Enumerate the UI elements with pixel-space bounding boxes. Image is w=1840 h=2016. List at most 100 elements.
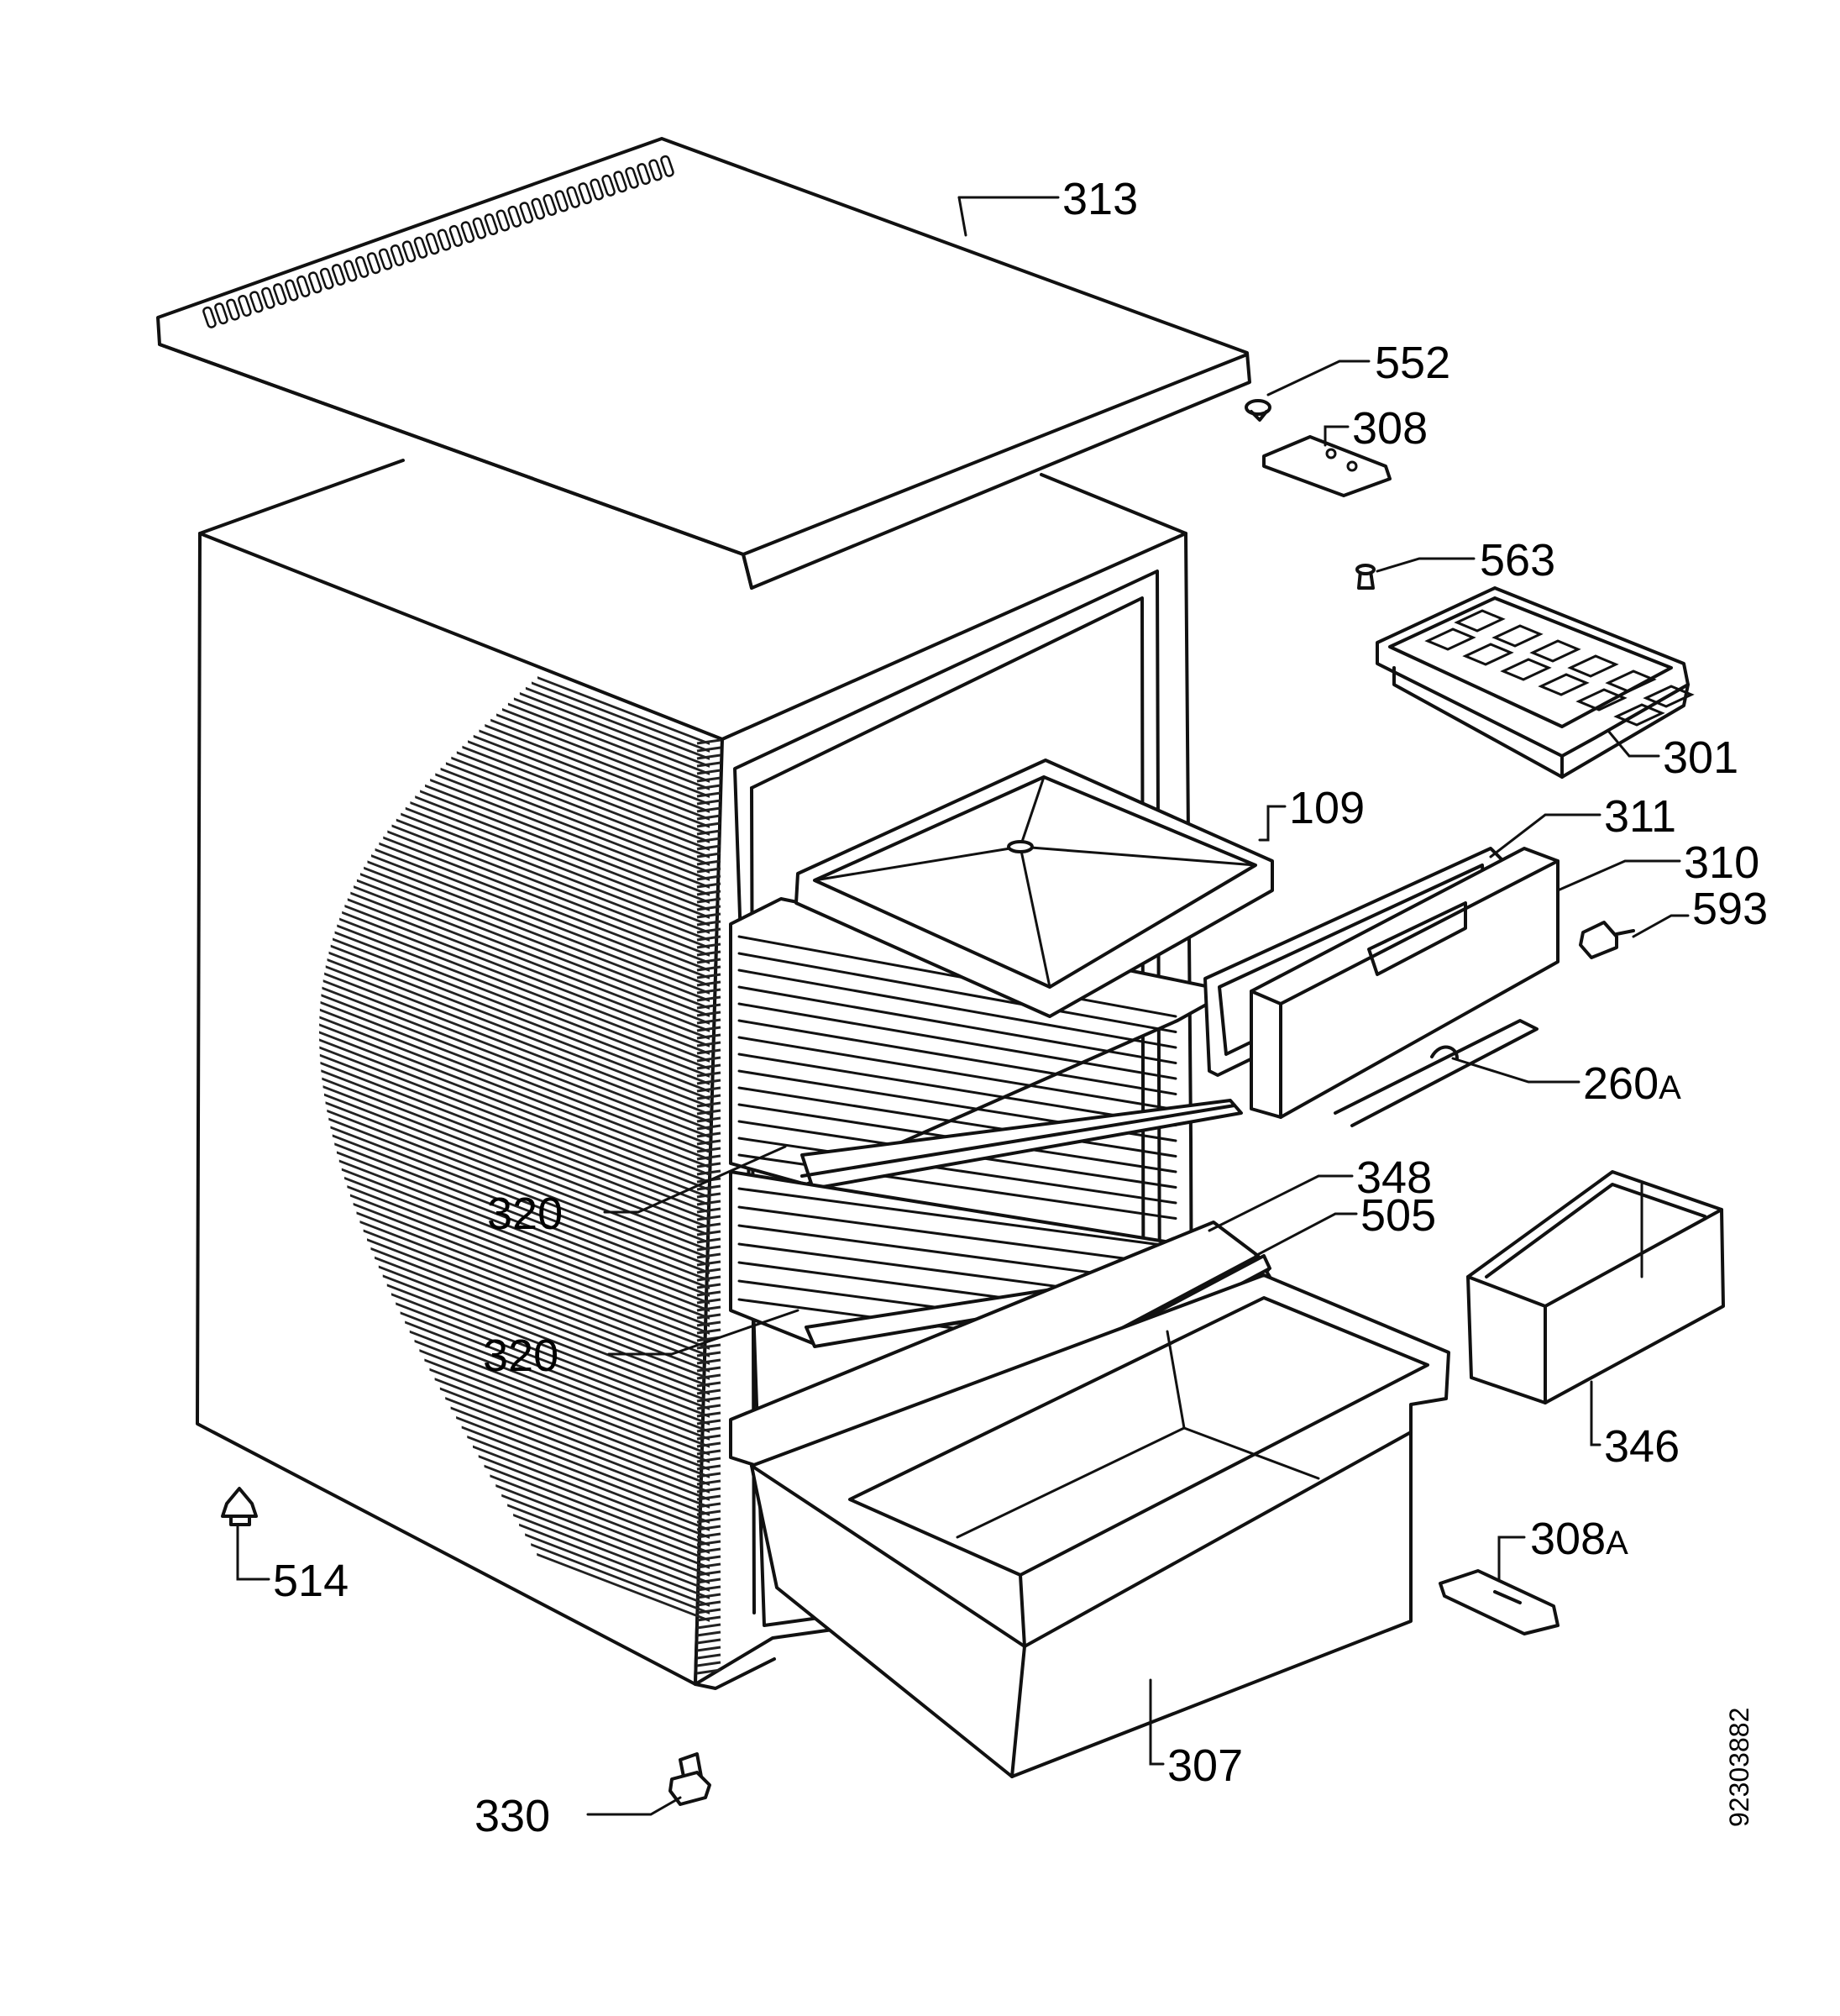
edge-line (696, 1290, 721, 1297)
shade-line (450, 1406, 710, 1509)
edge-line (696, 988, 721, 995)
edge-line (696, 942, 721, 949)
ice-cell (1500, 658, 1552, 681)
edge-line (696, 1026, 721, 1032)
shade-line (328, 1117, 710, 1267)
shade-line (383, 836, 710, 964)
vent-slot (425, 233, 440, 255)
shade-line (319, 1038, 710, 1191)
edge-line (696, 1615, 721, 1622)
vent-slot (625, 166, 639, 189)
shade-line (424, 1358, 710, 1471)
edge-line (696, 1275, 721, 1282)
shade-line (531, 1543, 710, 1614)
shade-line (484, 1464, 710, 1554)
shade-line (327, 958, 710, 1108)
edge-line (696, 965, 721, 972)
edge-line (696, 1638, 721, 1645)
grid-line (737, 969, 1177, 1049)
cover-vent-slots (202, 155, 674, 328)
edge-line (696, 1328, 721, 1335)
shade-line (519, 1523, 710, 1599)
edge-line (696, 1517, 721, 1524)
grid-line (737, 1053, 1177, 1126)
vent-slot (261, 286, 275, 309)
ice-cell (1529, 639, 1581, 663)
edge-line (696, 1056, 721, 1063)
shade-line (344, 904, 710, 1047)
edge-line (696, 829, 721, 836)
shade-line (445, 762, 710, 866)
vent-slot (238, 295, 252, 317)
edge-line (696, 1222, 721, 1229)
edge-line (696, 1094, 721, 1100)
label-505: 505 (1360, 1190, 1436, 1241)
label-301: 301 (1663, 732, 1738, 783)
ice-cell (1643, 685, 1695, 708)
shade-line (479, 729, 710, 821)
edge-line (696, 1116, 721, 1123)
ice-cell (1424, 627, 1476, 651)
shade-line (507, 702, 710, 783)
shade-line (330, 1126, 710, 1274)
shade-line (328, 951, 710, 1100)
label-552: 552 (1375, 338, 1450, 388)
edge-line (696, 1260, 721, 1267)
shade-line (525, 1533, 710, 1607)
grid-line (737, 1002, 1177, 1080)
edge-line (696, 784, 721, 790)
edge-line (696, 1101, 721, 1108)
edge-line (696, 1547, 721, 1554)
shade-line (434, 1378, 710, 1486)
shade-line (456, 1415, 710, 1516)
shade-line (319, 1031, 710, 1184)
vent-slot (437, 228, 452, 251)
door-shelf-346 (1466, 1170, 1725, 1404)
edge-line (696, 1139, 721, 1146)
edge-line (696, 799, 721, 806)
edge-line (696, 859, 721, 866)
shade-line (400, 1311, 710, 1433)
shade-line (337, 924, 710, 1070)
grid-line (737, 1019, 1177, 1095)
shade-line (485, 724, 710, 813)
edge-line (696, 1079, 721, 1085)
shade-line (467, 1436, 710, 1531)
edge-line (696, 746, 721, 753)
shade-line (462, 745, 710, 843)
vent-slot (460, 221, 475, 244)
vent-slot (319, 267, 334, 290)
vent-slot (284, 279, 299, 302)
ice-cell (1575, 688, 1628, 711)
edge-line (696, 1011, 721, 1017)
edge-line (696, 1668, 721, 1675)
edge-line (696, 950, 721, 957)
drip-tray-109 (794, 759, 1274, 1018)
edge-line (696, 1479, 721, 1486)
vent-slot (366, 252, 381, 275)
edge-line (696, 1555, 721, 1562)
edge-line (696, 1071, 721, 1078)
shade-line (391, 1293, 710, 1418)
ice-cell (1462, 643, 1514, 666)
shade-line (461, 1425, 710, 1524)
shade-line (440, 767, 710, 874)
edge-line (696, 1502, 721, 1509)
edge-line (696, 882, 721, 889)
shade-line (370, 1247, 710, 1380)
shade-line (386, 1284, 710, 1410)
label-308a-suffix: A (1606, 1525, 1628, 1562)
edge-line (696, 1018, 721, 1025)
shade-line (410, 801, 710, 919)
foot-514 (221, 1487, 258, 1526)
edge-line (696, 1381, 721, 1388)
edge-line (696, 1540, 721, 1546)
edge-line (696, 1449, 721, 1456)
shade-line (367, 1238, 710, 1373)
shade-line (363, 1229, 710, 1365)
label-260a: 260A (1583, 1058, 1681, 1109)
edge-line (696, 1207, 721, 1214)
edge-line (696, 1373, 721, 1380)
edge-line (696, 890, 721, 896)
edge-line (696, 1578, 721, 1584)
